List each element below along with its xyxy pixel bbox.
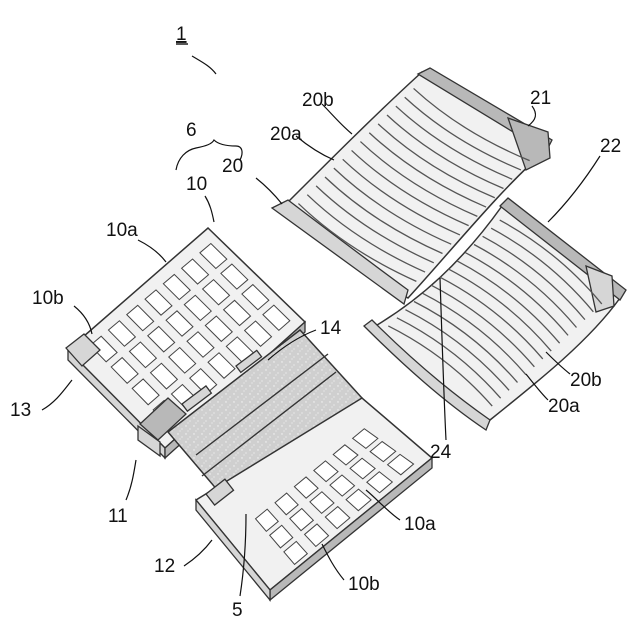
label-20a-right: 20a bbox=[548, 396, 580, 417]
label-20b-right: 20b bbox=[570, 370, 602, 391]
label-21: 21 bbox=[530, 88, 551, 109]
label-10: 10 bbox=[186, 174, 207, 195]
label-12: 12 bbox=[154, 556, 175, 577]
label-1: 1 bbox=[176, 24, 187, 45]
label-6: 6 bbox=[186, 120, 197, 141]
label-10a-top: 10a bbox=[106, 220, 138, 241]
label-22: 22 bbox=[600, 136, 621, 157]
label-13: 13 bbox=[10, 400, 31, 421]
label-20a-top: 20a bbox=[270, 124, 302, 145]
label-20-left: 20 bbox=[222, 156, 243, 177]
label-10b-left: 10b bbox=[32, 288, 64, 309]
label-10b-bottom: 10b bbox=[348, 574, 380, 595]
label-14: 14 bbox=[320, 318, 342, 339]
label-10a-bottom: 10a bbox=[404, 514, 436, 535]
label-5: 5 bbox=[232, 600, 243, 621]
label-24: 24 bbox=[430, 442, 452, 463]
label-11: 11 bbox=[108, 506, 128, 527]
label-20b-top: 20b bbox=[302, 90, 334, 111]
